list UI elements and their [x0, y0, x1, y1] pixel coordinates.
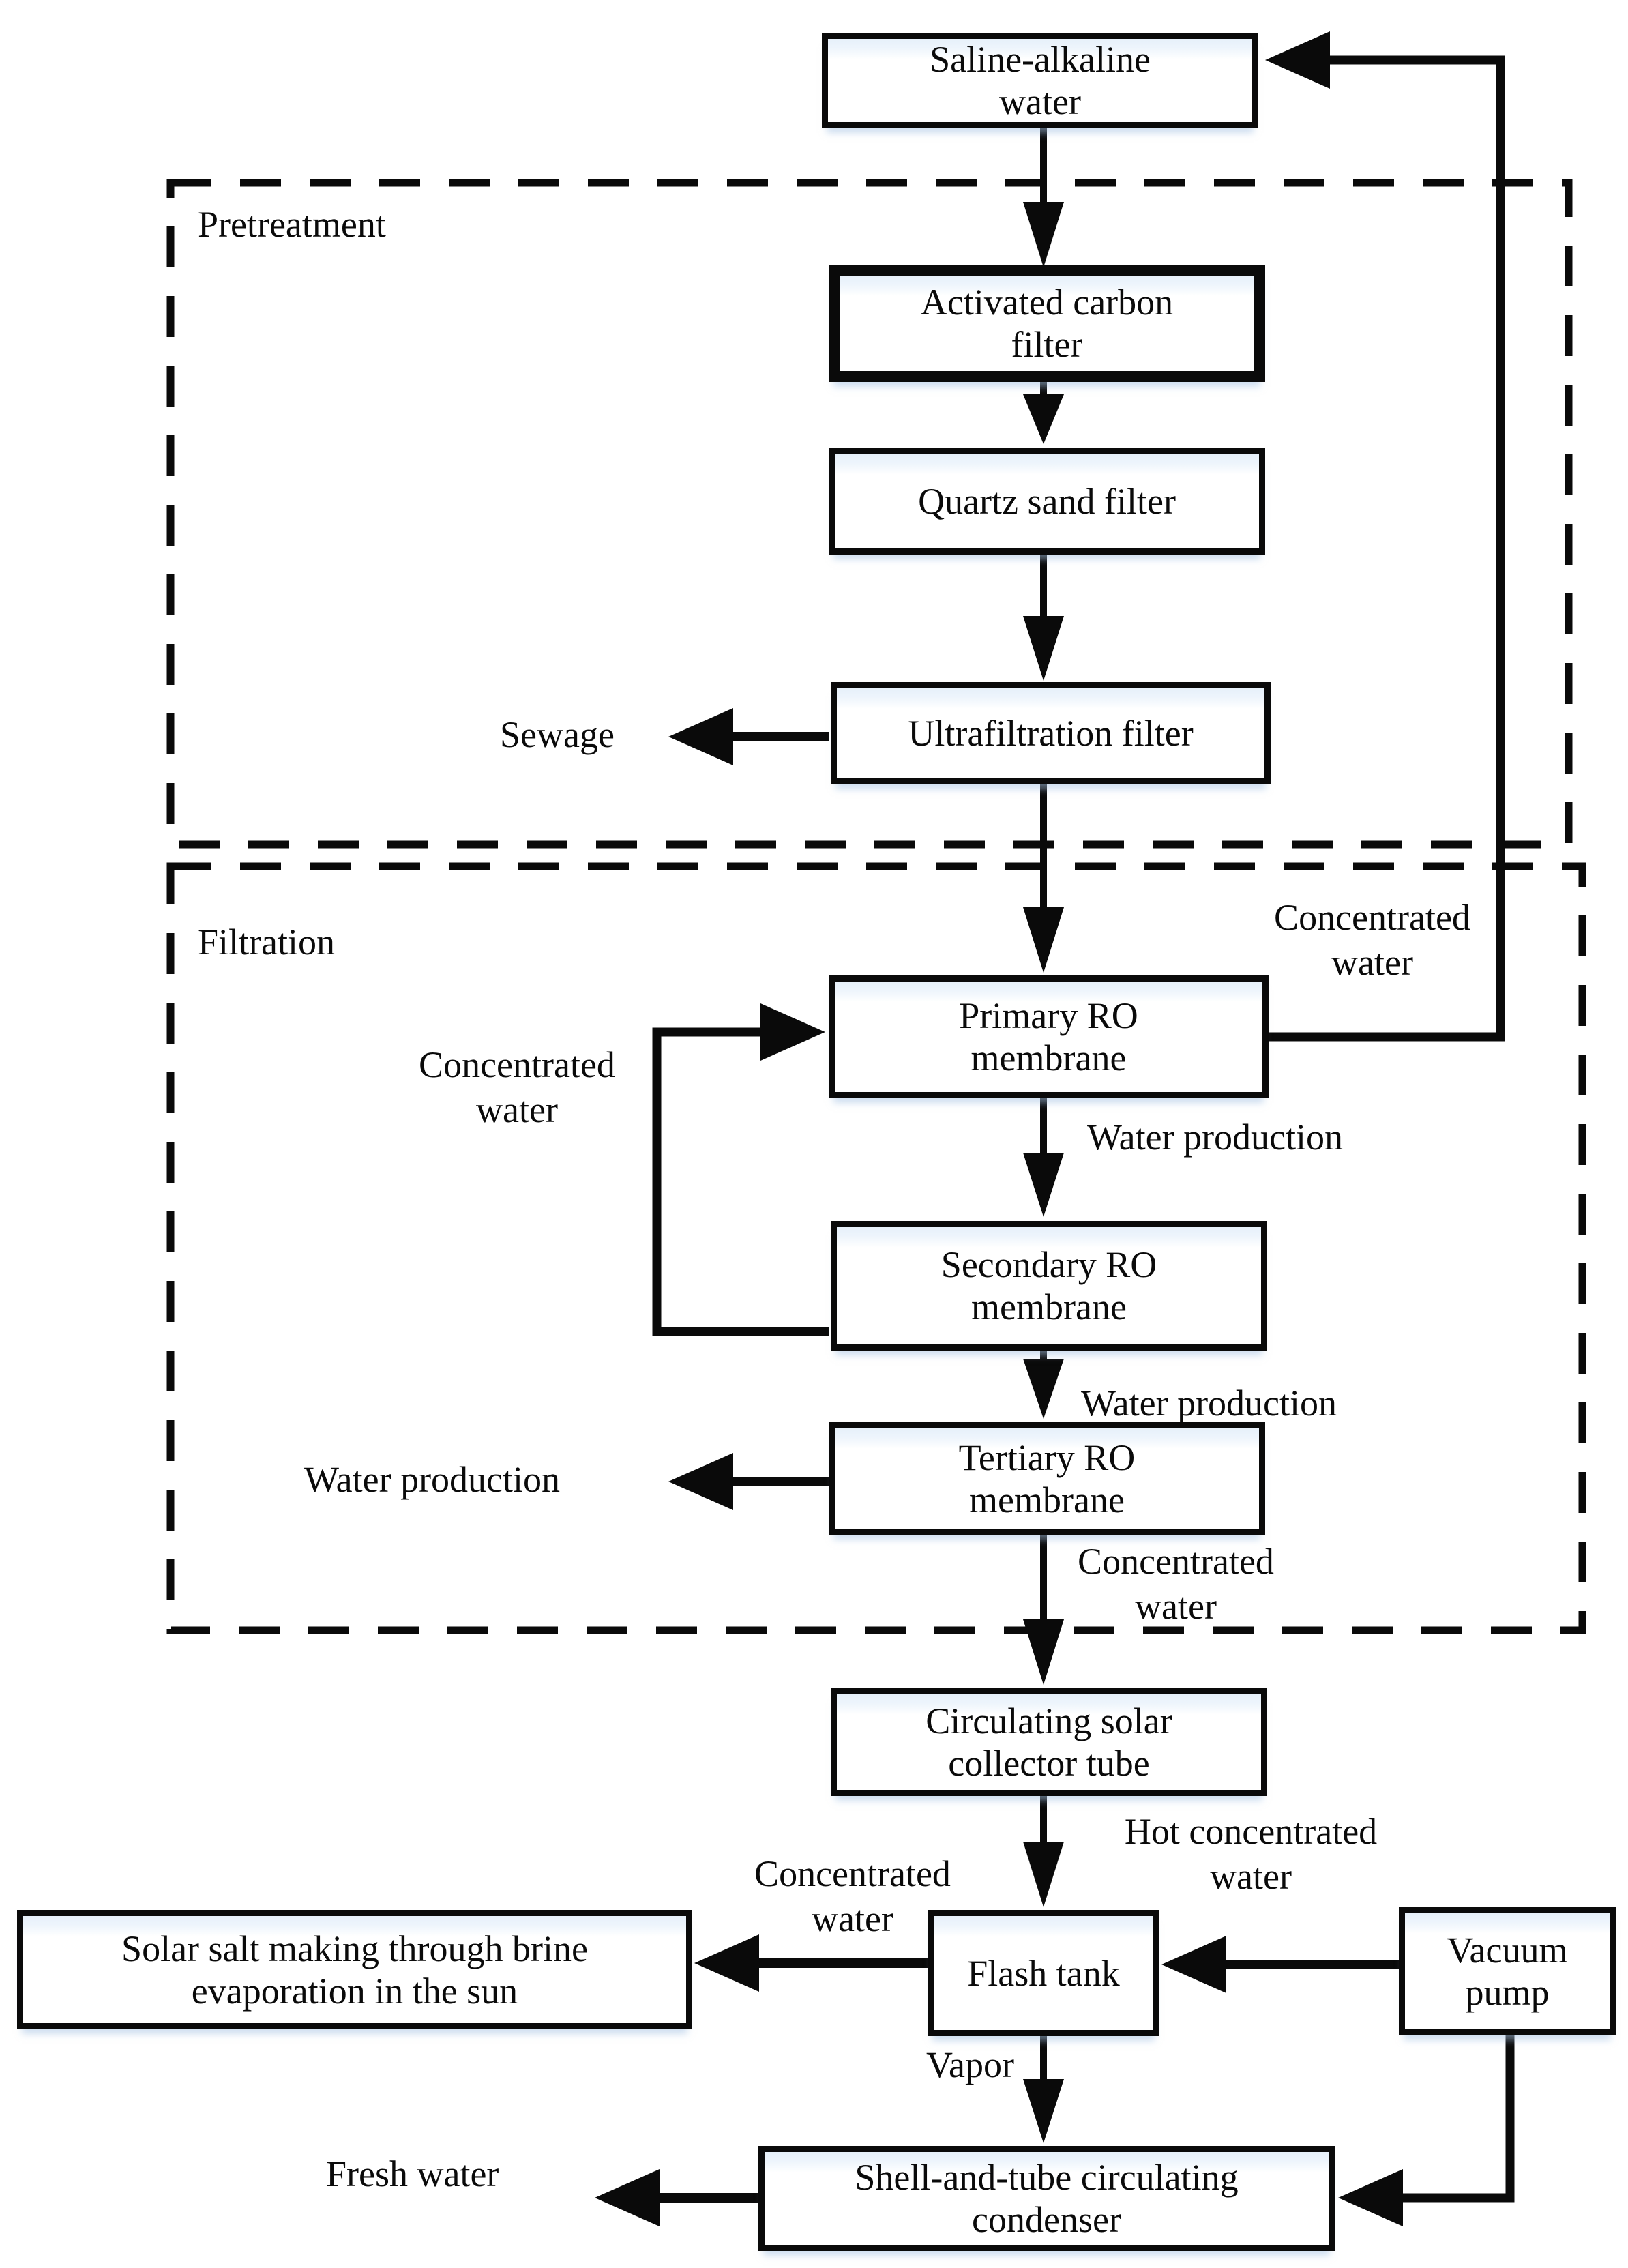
node-label: Primary RO membrane — [959, 995, 1138, 1078]
label-concentrated-water-return: Concentrated water — [1274, 897, 1470, 983]
label-water-production-primary: Water production — [1087, 1117, 1344, 1158]
arrow-saline-to-activated — [1023, 128, 1064, 267]
node-solar-salt-making: Solar salt making through brine evaporat… — [17, 1910, 692, 2029]
arrow-tertiary-to-water-production — [668, 1453, 829, 1510]
arrow-quartz-to-ultra — [1023, 555, 1064, 681]
label-sewage: Sewage — [500, 714, 615, 755]
arrow-flash-to-condenser — [1023, 2036, 1064, 2143]
arrow-flash-to-solar-salt — [694, 1934, 928, 1992]
node-secondary-ro-membrane: Secondary RO membrane — [831, 1221, 1267, 1351]
node-label: Tertiary RO membrane — [958, 1437, 1136, 1520]
node-label: Secondary RO membrane — [941, 1244, 1157, 1327]
arrow-tertiary-to-solar — [1023, 1535, 1064, 1685]
node-primary-ro-membrane: Primary RO membrane — [829, 975, 1269, 1098]
label-concentrated-water-flash: Concentrated water — [754, 1853, 951, 1939]
pretreatment-section-box — [166, 179, 1573, 849]
node-label: Circulating solar collector tube — [926, 1700, 1172, 1784]
label-vapor: Vapor — [926, 2044, 1014, 2085]
line-concentrated-water-return — [1265, 31, 1505, 1042]
node-activated-carbon-filter: Activated carbon filter — [829, 265, 1265, 382]
node-vacuum-pump: Vacuum pump — [1399, 1907, 1616, 2035]
node-label: Flash tank — [967, 1952, 1120, 1994]
node-saline-alkaline-water: Saline-alkaline water — [822, 33, 1258, 128]
node-label: Activated carbon filter — [920, 282, 1174, 365]
node-quartz-sand-filter: Quartz sand filter — [829, 448, 1265, 555]
arrow-secondary-to-tertiary — [1023, 1351, 1064, 1419]
arrow-solar-to-flash — [1023, 1794, 1064, 1907]
arrow-activated-to-quartz — [1023, 382, 1064, 444]
label-water-production-tertiary: Water production — [304, 1459, 561, 1500]
arrow-ultra-to-sewage — [668, 708, 829, 765]
node-ultrafiltration-filter: Ultrafiltration filter — [831, 682, 1271, 784]
node-flash-tank: Flash tank — [928, 1910, 1159, 2036]
line-vacuum-to-condenser — [1338, 2035, 1515, 2226]
pretreatment-section-label: Pretreatment — [198, 204, 386, 245]
node-label: Vacuum pump — [1447, 1930, 1568, 2013]
arrow-primary-to-secondary — [1023, 1098, 1064, 1217]
line-concentrated-water-loop — [652, 1003, 829, 1336]
label-fresh-water: Fresh water — [326, 2153, 499, 2194]
node-label: Solar salt making through brine evaporat… — [121, 1928, 588, 2012]
label-hot-concentrated-water: Hot concentrated water — [1124, 1811, 1378, 1897]
arrow-condenser-to-fresh-water — [595, 2169, 758, 2226]
node-label: Quartz sand filter — [918, 481, 1176, 522]
label-concentrated-water-loop: Concentrated water — [419, 1044, 615, 1130]
node-solar-collector-tube: Circulating solar collector tube — [831, 1688, 1267, 1796]
label-concentrated-water-tertiary: Concentrated water — [1078, 1541, 1274, 1627]
arrow-ultra-to-primary — [1023, 784, 1064, 973]
filtration-section-box — [166, 862, 1586, 1634]
node-shell-and-tube-condenser: Shell-and-tube circulating condenser — [758, 2146, 1335, 2251]
node-label: Shell-and-tube circulating condenser — [855, 2157, 1239, 2240]
node-label: Ultrafiltration filter — [908, 713, 1194, 754]
node-tertiary-ro-membrane: Tertiary RO membrane — [829, 1422, 1265, 1535]
node-label: Saline-alkaline water — [930, 39, 1151, 122]
label-water-production-secondary: Water production — [1081, 1383, 1337, 1424]
arrow-vacuum-to-flash — [1161, 1936, 1399, 1993]
filtration-section-label: Filtration — [198, 922, 335, 962]
